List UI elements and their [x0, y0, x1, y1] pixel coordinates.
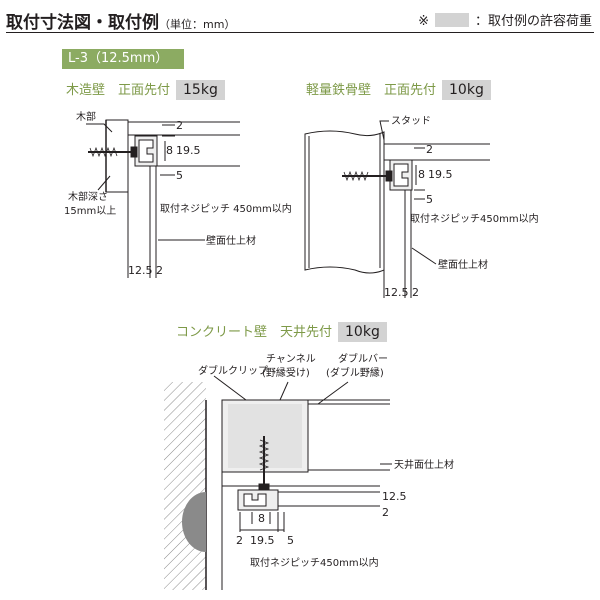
concrete-heading: コンクリート壁 天井先付 10kg	[176, 321, 387, 342]
concrete-ceiling-drawing	[164, 375, 392, 590]
steel-label-finish: 壁面仕上材	[438, 258, 488, 271]
legend-mark: ※	[418, 14, 429, 29]
steel-label-stud: スタッド	[391, 115, 431, 127]
steel-load-badge: 10kg	[442, 80, 491, 100]
steel-dim-8: 8	[418, 168, 425, 181]
concrete-dim-125: 12.5	[382, 490, 407, 503]
concrete-label-screw: 取付ネジピッチ450mm以内	[250, 556, 379, 569]
wood-wall-drawing	[86, 119, 240, 278]
legend-swatch	[434, 13, 469, 27]
wood-label-depth-1: 木部深さ	[68, 190, 108, 203]
concrete-label-doublebar-1: ダブルバー	[338, 352, 388, 365]
concrete-dim-2: 2	[236, 534, 243, 547]
header-rule	[6, 6, 594, 33]
wood-dim-8: 8	[166, 144, 173, 157]
concrete-dim-5: 5	[287, 534, 294, 547]
wood-label-screw: 取付ネジピッチ 450mm以内	[160, 202, 292, 215]
concrete-dim-195: 19.5	[250, 534, 275, 547]
legend: ※ ：取付例の許容荷重	[418, 10, 592, 29]
model-tag: L-3（12.5mm）	[62, 49, 184, 69]
concrete-label-channel-2: (野縁受け)	[262, 366, 310, 379]
wood-heading-text: 木造壁 正面先付	[66, 83, 171, 98]
wood-screw	[88, 146, 138, 158]
unit-note: （単位：mm）	[159, 18, 236, 31]
wood-label-depth-2: 15mm以上	[64, 205, 116, 217]
page-title: 取付寸法図・取付例（単位：mm）	[6, 8, 235, 33]
concrete-label-clip: ダブルクリップ	[198, 364, 268, 377]
steel-label-screw: 取付ネジピッチ450mm以内	[410, 212, 539, 225]
steel-screw	[342, 170, 393, 182]
page-title-text: 取付寸法図・取付例	[6, 13, 159, 33]
concrete-wall-hatch	[164, 382, 206, 590]
wood-dim-top: 2	[176, 119, 183, 132]
concrete-dim-8: 8	[258, 512, 265, 525]
steel-dim-top: 2	[426, 143, 433, 156]
concrete-label-channel-1: チャンネル	[266, 353, 316, 365]
steel-dim-5: 5	[426, 193, 433, 206]
wood-label-finish: 壁面仕上材	[206, 234, 256, 247]
concrete-label-doublebar-2: (ダブル野縁)	[326, 366, 384, 379]
wood-load-badge: 15kg	[176, 80, 225, 100]
steel-dim-195: 19.5	[428, 168, 453, 181]
concrete-heading-text: コンクリート壁 天井先付	[176, 325, 333, 340]
concrete-label-ceiling: 天井面仕上材	[394, 458, 454, 471]
steel-stud	[304, 130, 385, 274]
steel-heading-text: 軽量鉄骨壁 正面先付	[306, 83, 437, 98]
concrete-load-badge: 10kg	[338, 322, 387, 342]
wood-dim-5: 5	[176, 169, 183, 182]
wood-dim-bottom: 12.5 2	[128, 264, 163, 277]
wood-dim-195: 19.5	[176, 144, 201, 157]
wood-heading: 木造壁 正面先付 15kg	[66, 79, 225, 100]
concrete-dim-2-right: 2	[382, 506, 389, 519]
steel-wall-drawing	[304, 120, 490, 298]
steel-heading: 軽量鉄骨壁 正面先付 10kg	[306, 79, 491, 100]
steel-dim-bottom: 12.5 2	[384, 286, 419, 299]
legend-text: ：取付例の許容荷重	[474, 14, 592, 29]
wood-label-part: 木部	[76, 110, 96, 123]
